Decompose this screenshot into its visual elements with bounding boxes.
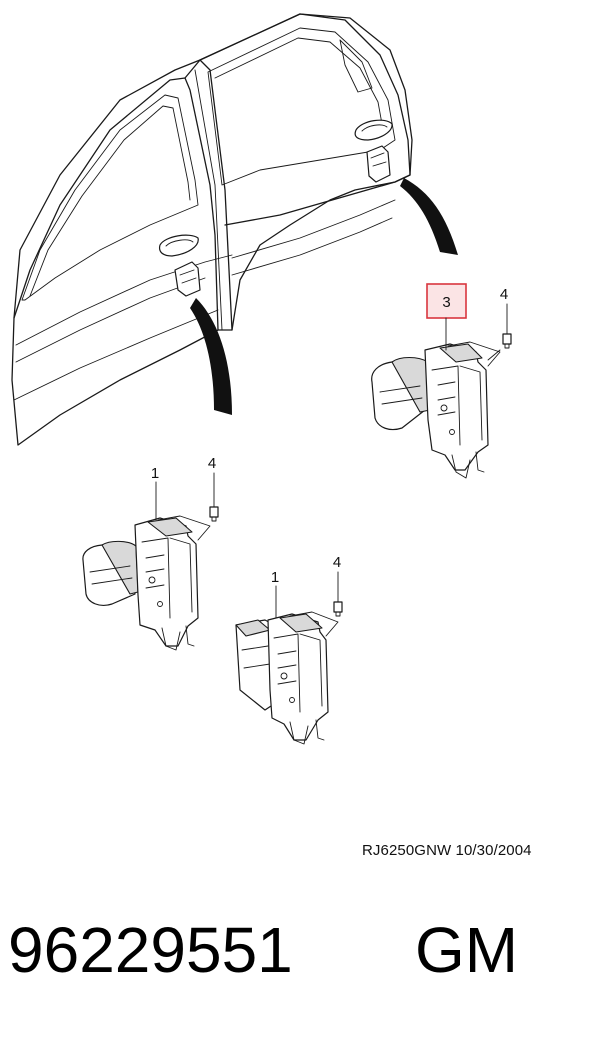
vehicle-doors-illustration bbox=[11, 13, 413, 446]
rear-door-lock-actuator bbox=[371, 341, 501, 479]
callout-1-front-a-label: 1 bbox=[151, 465, 159, 482]
callout-4-front-b-label: 4 bbox=[333, 554, 341, 571]
front-screw-b bbox=[333, 601, 343, 617]
rear-screw bbox=[502, 333, 512, 349]
callout-4-front-a-label: 4 bbox=[208, 455, 216, 472]
callout-3-label: 3 bbox=[442, 294, 450, 311]
front-screw-a bbox=[209, 506, 219, 522]
callout-4-rear-label: 4 bbox=[500, 286, 508, 303]
front-latch-pointer-arrow bbox=[190, 298, 232, 415]
front-door-lock-actuator-b bbox=[235, 611, 339, 745]
callout-1-front-b-label: 1 bbox=[271, 569, 279, 586]
drawing-code-and-date: RJ6250GNW 10/30/2004 bbox=[362, 842, 532, 859]
part-number: 96229551 bbox=[8, 914, 293, 986]
highlight-box-callout-3[interactable] bbox=[426, 283, 467, 319]
front-door-lock-actuator-a bbox=[82, 515, 211, 651]
brand-name: GM bbox=[415, 914, 519, 986]
rear-latch-pointer-arrow bbox=[400, 178, 458, 255]
